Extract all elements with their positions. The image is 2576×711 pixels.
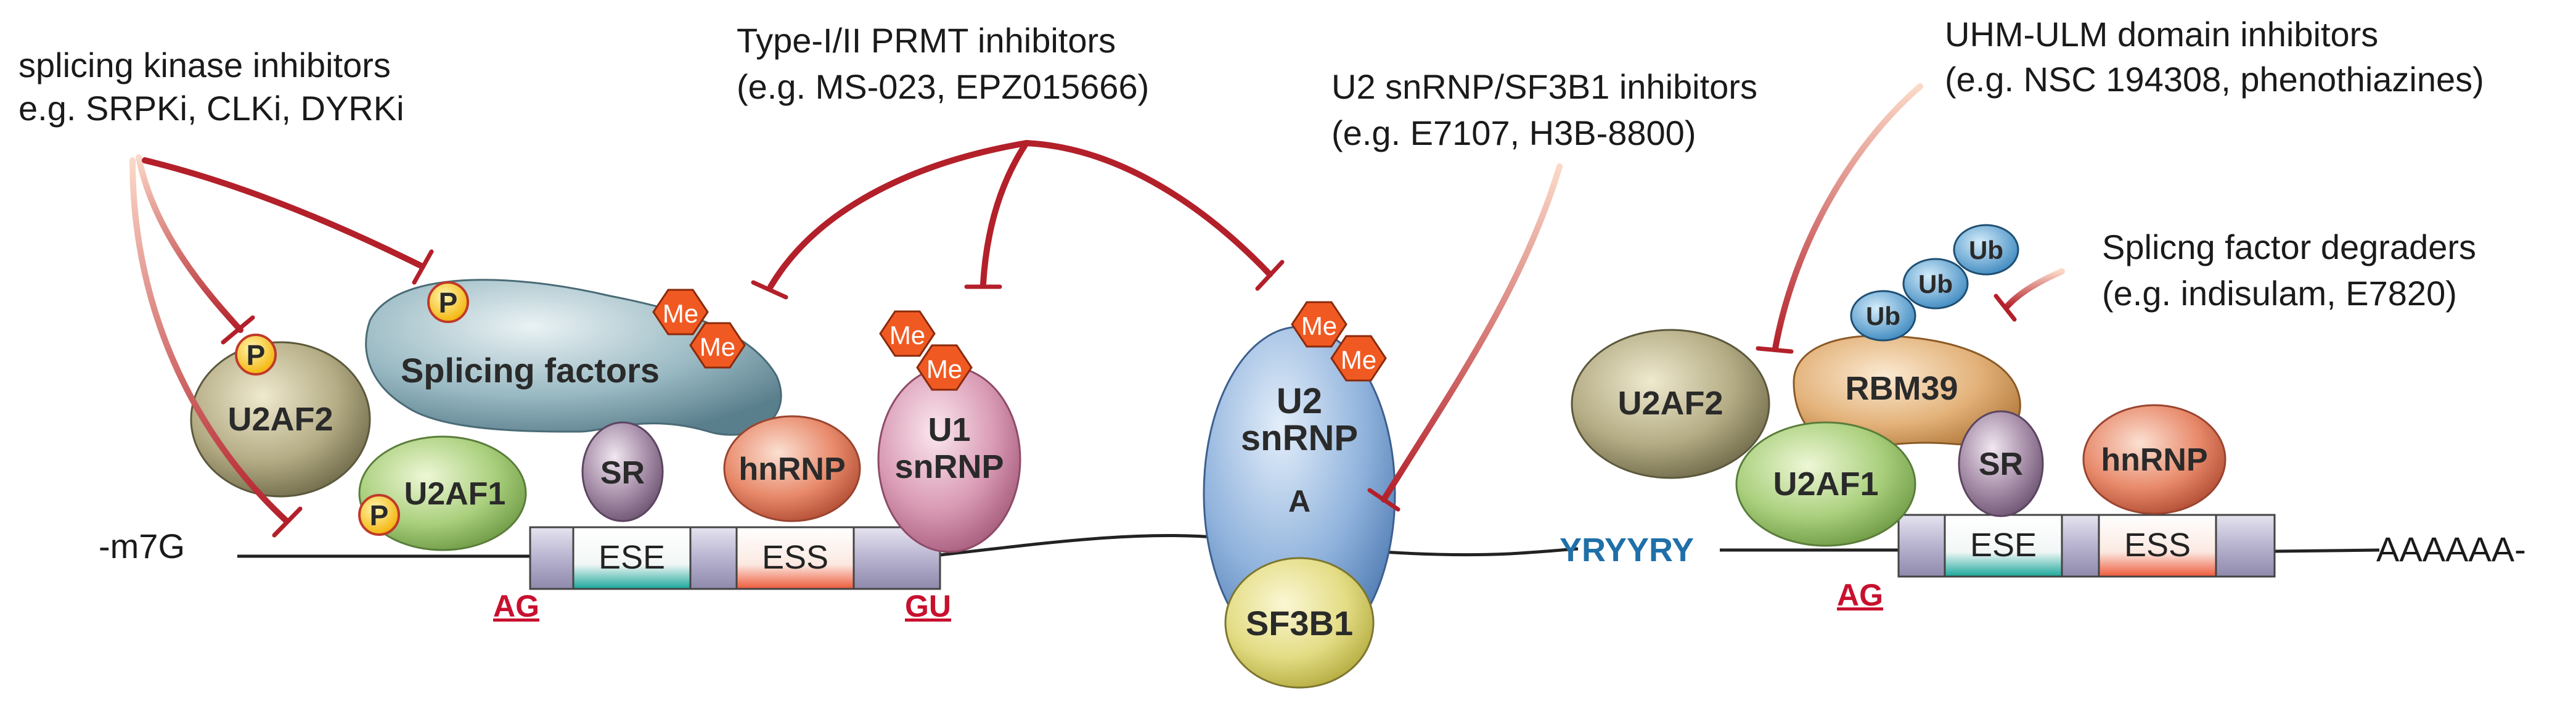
u2af2-right-label: U2AF2 bbox=[1617, 385, 1723, 422]
kinase-inhibitors-examples: e.g. SRPKi, CLKi, DYRKi bbox=[18, 89, 404, 128]
u1-label-line2: snRNP bbox=[894, 448, 1004, 485]
ubiquitin-label: Ub bbox=[1866, 302, 1900, 331]
u2af2-right bbox=[1571, 329, 1770, 479]
methyl-marks-u2: Me Me bbox=[1291, 301, 1387, 382]
prmt-inhibitor-arrow bbox=[1023, 140, 1273, 277]
rbm39-label: RBM39 bbox=[1845, 370, 1958, 407]
u2-inhibitor-arrow bbox=[1381, 163, 1563, 503]
hnrnp-left bbox=[723, 415, 861, 522]
ag-right-label: AG bbox=[1837, 578, 1883, 612]
prmt-inhibitor-arrow bbox=[980, 140, 1029, 287]
ess-right-label: ESS bbox=[2124, 527, 2191, 564]
u2af2-left-label: U2AF2 bbox=[227, 401, 333, 438]
sr-left-label: SR bbox=[600, 455, 645, 491]
prmt-inhibitor-arrow bbox=[767, 140, 1029, 290]
u2af1-right bbox=[1735, 421, 1916, 547]
phospho-marks: P P P bbox=[235, 281, 469, 536]
u2-inhibitors-examples: (e.g. E7107, H3B-8800) bbox=[1331, 113, 1696, 152]
degraders-title: Splicng factor degraders bbox=[2102, 228, 2476, 266]
phospho-label: P bbox=[247, 339, 266, 371]
ubiquitin-label: Ub bbox=[1969, 236, 2003, 265]
hnrnp-right-label: hnRNP bbox=[2101, 442, 2207, 478]
kinase-inhibitors-title: splicing kinase inhibitors bbox=[18, 46, 391, 84]
sf3b1-label: SF3B1 bbox=[1246, 604, 1353, 643]
ag-left-label: AG bbox=[493, 589, 539, 623]
cap-label: -m7G bbox=[99, 527, 185, 565]
right-exon bbox=[1897, 514, 2276, 578]
phospho-label: P bbox=[439, 287, 458, 319]
kinase-inhibitor-arrow bbox=[142, 157, 425, 269]
prmt-inhibitors-examples: (e.g. MS-023, EPZ015666) bbox=[737, 67, 1149, 106]
branch-point-a-label: A bbox=[1288, 484, 1310, 519]
methyl-label: Me bbox=[1341, 345, 1376, 374]
ess-left-label: ESS bbox=[762, 539, 828, 576]
branch-motif-label: YRYYRY bbox=[1560, 532, 1694, 569]
u2af1-left bbox=[358, 435, 527, 551]
sf3b1 bbox=[1224, 557, 1375, 689]
ese-right-label: ESE bbox=[1970, 527, 2037, 564]
polya-label: AAAAAA- bbox=[2376, 530, 2526, 569]
methyl-label: Me bbox=[889, 321, 925, 350]
phospho-label: P bbox=[370, 499, 389, 532]
kinase-inhibitor-arrow bbox=[129, 157, 290, 524]
u2-inhibitors-title: U2 snRNP/SF3B1 inhibitors bbox=[1331, 67, 1757, 106]
kinase-inhibitor-arrow bbox=[136, 154, 243, 333]
hnrnp-left-label: hnRNP bbox=[738, 451, 845, 487]
ubiquitin-chain: Ub Ub Ub bbox=[1850, 224, 2019, 342]
degraders-examples: (e.g. indisulam, E7820) bbox=[2102, 274, 2457, 313]
prmt-inhibitors-title: Type-I/II PRMT inhibitors bbox=[737, 21, 1116, 60]
u2-label-line2: snRNP bbox=[1241, 418, 1358, 458]
splicing-factors-label: Splicing factors bbox=[401, 351, 660, 390]
methyl-label: Me bbox=[1301, 311, 1337, 340]
methyl-marks: Me Me Me Me bbox=[652, 289, 973, 391]
uhm-inhibitors-title: UHM-ULM domain inhibitors bbox=[1945, 15, 2378, 54]
methyl-label: Me bbox=[926, 355, 962, 384]
degrader-arrow bbox=[2003, 268, 2065, 310]
methyl-label: Me bbox=[700, 332, 735, 361]
ubiquitin-label: Ub bbox=[1918, 269, 1953, 298]
gu-label: GU bbox=[905, 589, 951, 623]
u2af2-left bbox=[190, 341, 371, 498]
hnrnp-right bbox=[2082, 404, 2226, 515]
uhm-inhibitors-examples: (e.g. NSC 194308, phenothiazines) bbox=[1945, 60, 2484, 99]
inhibitor-arrows bbox=[129, 83, 2065, 538]
left-exon bbox=[529, 526, 941, 590]
sr-right-label: SR bbox=[1979, 446, 2023, 482]
methyl-label: Me bbox=[663, 299, 698, 328]
u2af1-right-label: U2AF1 bbox=[1773, 466, 1878, 503]
u2af1-left-label: U2AF1 bbox=[404, 476, 506, 512]
ese-left-label: ESE bbox=[599, 539, 665, 576]
u2-label-line1: U2 bbox=[1277, 381, 1322, 421]
u1-label-line1: U1 bbox=[928, 411, 970, 448]
sr-left bbox=[581, 421, 664, 522]
sr-right bbox=[1958, 410, 2044, 517]
uhm-inhibitor-arrow bbox=[1772, 83, 1923, 351]
